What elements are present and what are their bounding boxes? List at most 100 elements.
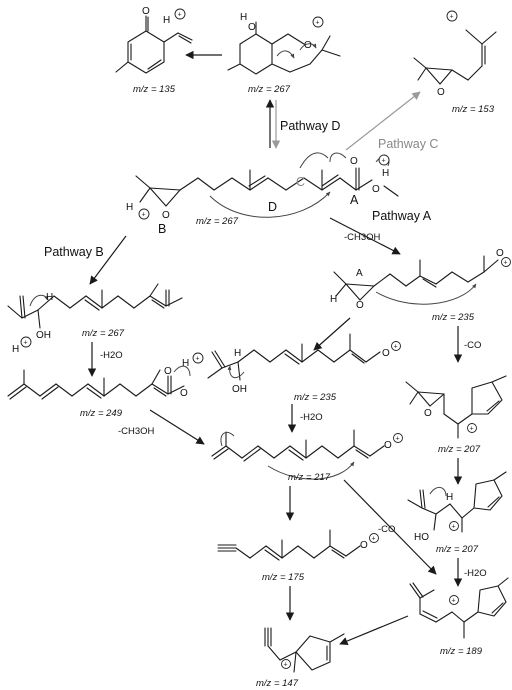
ion-235-right-structure xyxy=(333,255,499,301)
charge-icon: + xyxy=(281,659,291,669)
ion-207-b-structure xyxy=(407,471,507,533)
ester-hydrogen: H xyxy=(382,168,389,179)
epoxide-hydrogen: H xyxy=(126,202,133,213)
arrow-pathway-a xyxy=(329,217,401,255)
ion-249-structure xyxy=(7,369,185,400)
ion-135-mz: m/z = 135 xyxy=(133,84,176,95)
svg-text:+: + xyxy=(452,598,456,605)
ion-217-mz: m/z = 217 xyxy=(288,472,331,483)
ion-249-oxygen-2: O xyxy=(180,388,188,399)
ion-207-b-mz: m/z = 207 xyxy=(436,544,479,555)
svg-text:+: + xyxy=(24,340,28,347)
ion-267-b-oh: OH xyxy=(36,330,51,341)
charge-icon: + xyxy=(391,341,401,351)
ion-153-structure xyxy=(413,29,497,85)
ion-189-structure xyxy=(409,577,509,639)
curly-arrow xyxy=(227,365,245,379)
curly-arrow xyxy=(329,152,347,163)
ion-267-b-hydrogen-2: H xyxy=(12,344,19,355)
charge-icon: + xyxy=(138,208,150,220)
ion-153-mz: m/z = 153 xyxy=(452,104,495,115)
svg-text:+: + xyxy=(284,662,288,669)
ion-135-structure xyxy=(115,15,193,74)
site-c-label: C xyxy=(296,175,305,189)
site-b-label: B xyxy=(158,222,166,236)
curly-arrow xyxy=(173,365,191,377)
ion-147-structure xyxy=(264,627,345,673)
charge-icon: + xyxy=(467,423,477,433)
svg-text:+: + xyxy=(394,344,398,351)
svg-text:+: + xyxy=(396,436,400,443)
ion-267-b-hydrogen: H xyxy=(46,292,53,303)
ion-267-top-structure xyxy=(227,21,341,75)
ion-267-b-structure xyxy=(7,283,183,329)
arrow-235-to-235 xyxy=(313,317,351,351)
pathway-d-label: Pathway D xyxy=(280,119,340,133)
charge-icon: + xyxy=(369,533,379,543)
ion-217-oxygen: O xyxy=(384,440,392,451)
ion-207-a-oxygen: O xyxy=(424,408,432,419)
ion-147-mz: m/z = 147 xyxy=(256,678,299,689)
ion-135-oxygen: O xyxy=(142,6,150,17)
ion-235-mid-oxygen: O xyxy=(382,348,390,359)
svg-text:+: + xyxy=(142,212,146,219)
ion-267-top-oxygen: O xyxy=(248,22,256,33)
charge-icon: + xyxy=(20,336,32,348)
ion-175-mz: m/z = 175 xyxy=(262,572,305,583)
svg-text:+: + xyxy=(504,260,508,267)
arrow-217-to-189 xyxy=(343,479,437,575)
charge-icon: + xyxy=(174,8,186,20)
loss-meoh-a: -CH3OH xyxy=(344,232,381,243)
arrow-249-to-217 xyxy=(149,409,205,445)
curly-arrow-d xyxy=(209,191,331,218)
loss-h2o-mid: -H2O xyxy=(300,412,323,423)
charge-icon: + xyxy=(312,16,324,28)
loss-co-right: -CO xyxy=(464,340,481,351)
ion-153-oxygen: O xyxy=(437,87,445,98)
loss-h2o-b: -H2O xyxy=(100,350,123,361)
ion-267-top-mz: m/z = 267 xyxy=(248,84,291,95)
svg-text:+: + xyxy=(450,14,454,21)
pathway-b-label: Pathway B xyxy=(44,245,104,259)
charge-icon: + xyxy=(449,521,459,531)
ion-249-oxygen: O xyxy=(164,366,172,377)
curly-arrow xyxy=(29,294,49,307)
svg-text:+: + xyxy=(452,524,456,531)
svg-text:+: + xyxy=(316,20,320,27)
curly-arrow xyxy=(276,50,295,59)
ion-175-oxygen: O xyxy=(360,540,368,551)
svg-text:+: + xyxy=(178,12,182,19)
svg-text:+: + xyxy=(382,158,386,165)
site-a-label: A xyxy=(350,193,359,207)
ion-175-structure xyxy=(217,529,361,561)
ester-oxygen: O xyxy=(372,184,380,195)
ion-235-mid-hydrogen: H xyxy=(234,348,241,359)
ion-217-structure xyxy=(211,429,385,462)
ion-135-hydrogen: H xyxy=(163,15,170,26)
curly-arrow xyxy=(299,43,317,51)
ion-267-top-hydrogen: H xyxy=(240,12,247,23)
parent-ion-mz: m/z = 267 xyxy=(196,216,239,227)
ion-207-a-mz: m/z = 207 xyxy=(438,444,481,455)
pathway-a-label: Pathway A xyxy=(372,209,432,223)
site-d-label: D xyxy=(268,200,277,214)
arrow-189-to-147 xyxy=(339,615,409,646)
loss-co-mid: -CO xyxy=(378,524,395,535)
ion-207-a-structure xyxy=(405,375,507,439)
charge-icon: + xyxy=(449,595,459,605)
ion-249-hydrogen: H xyxy=(182,358,189,369)
curly-arrow xyxy=(429,487,447,497)
parent-ion-structure xyxy=(135,167,399,207)
ion-249-mz: m/z = 249 xyxy=(80,408,123,419)
charge-icon: + xyxy=(446,10,458,22)
ion-235-right-mz: m/z = 235 xyxy=(432,312,475,323)
arrow-pathway-b xyxy=(89,235,127,285)
epoxide-oxygen: O xyxy=(162,210,170,221)
ion-189-mz: m/z = 189 xyxy=(440,646,483,657)
loss-meoh-b: -CH3OH xyxy=(118,426,155,437)
ion-235-right-hydrogen: H xyxy=(330,294,337,305)
site-a-small-label: A xyxy=(356,268,363,279)
ion-267-b-mz: m/z = 267 xyxy=(82,328,125,339)
charge-icon: + xyxy=(501,257,511,267)
